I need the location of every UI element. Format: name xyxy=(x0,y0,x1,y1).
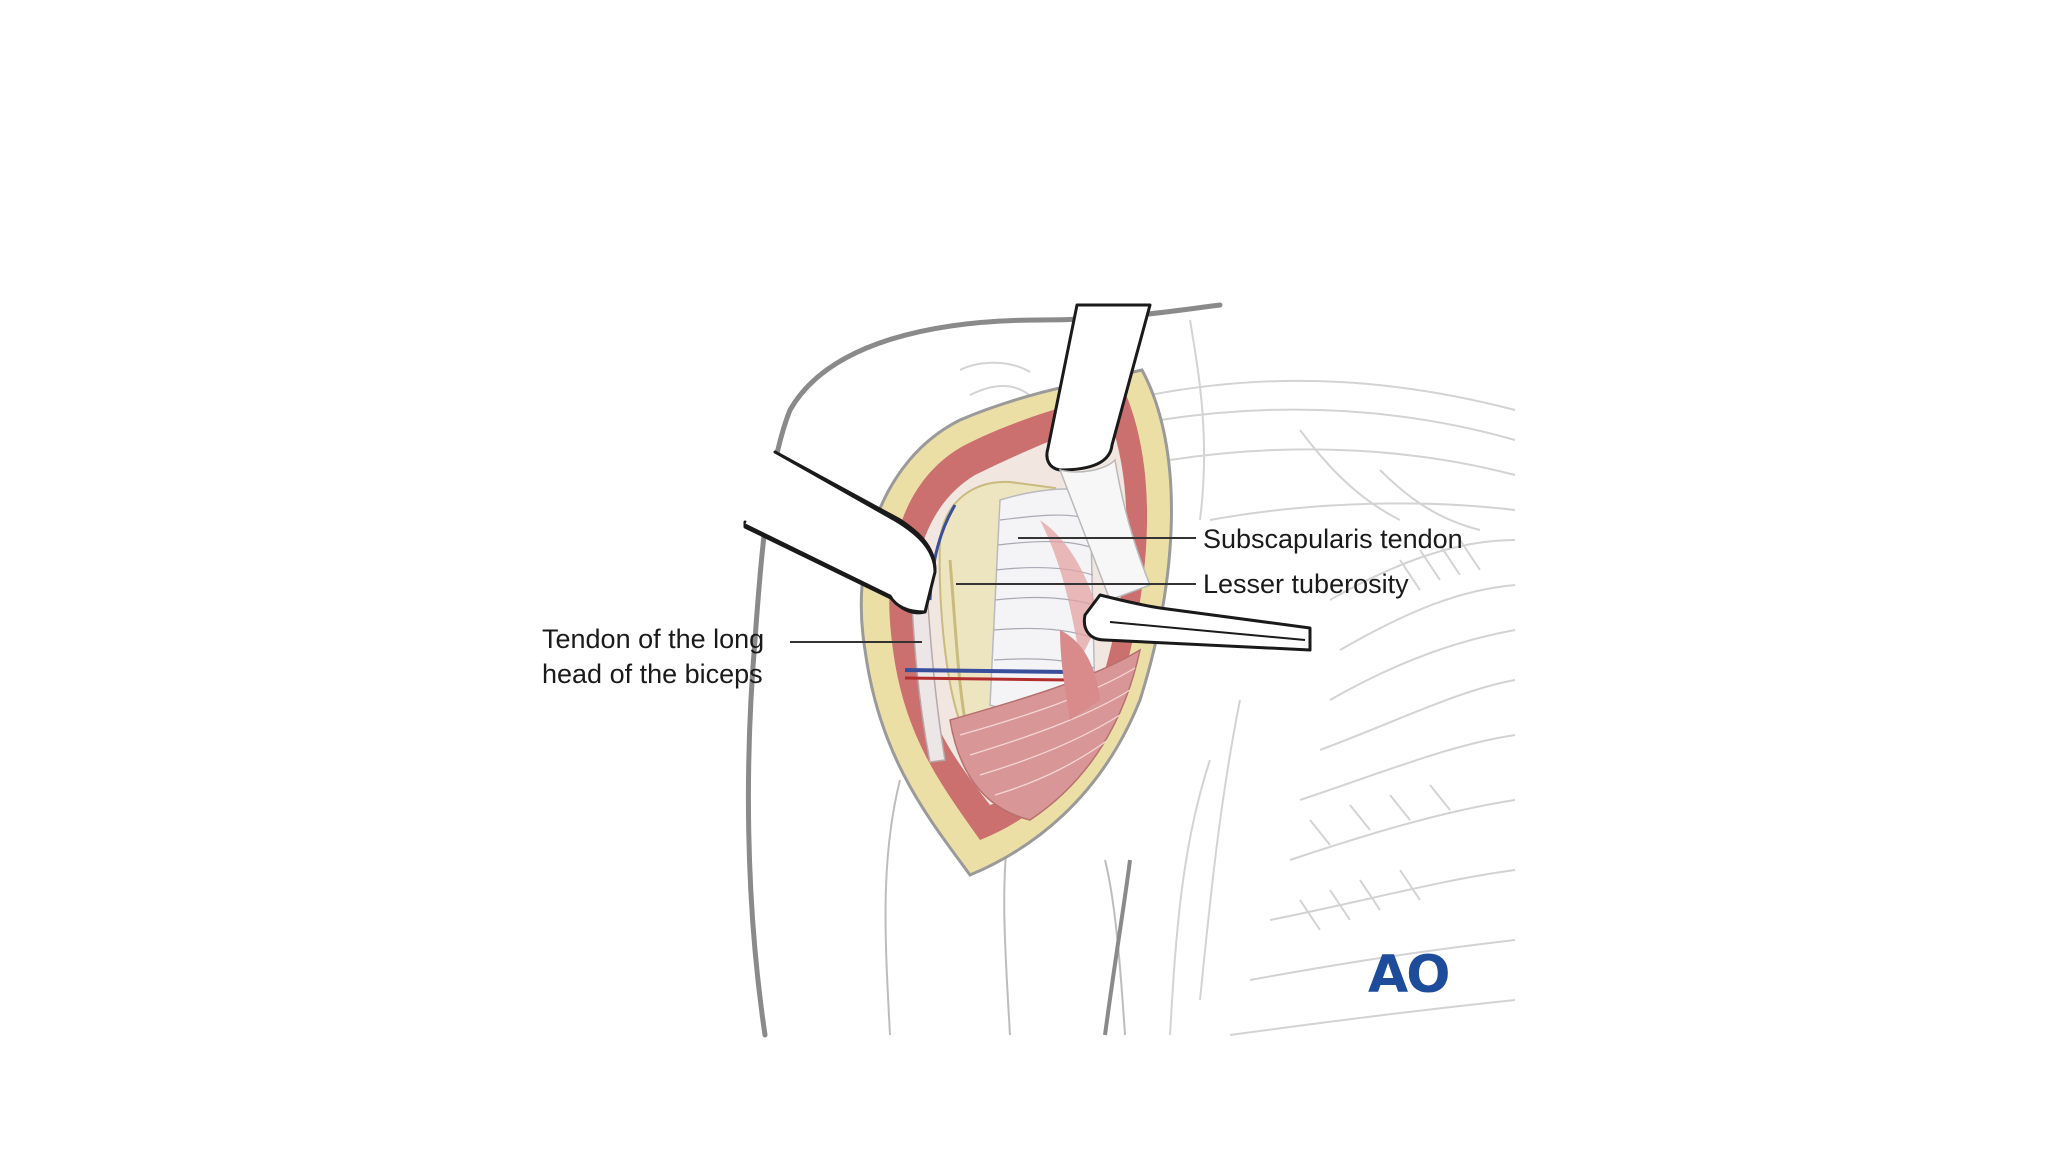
retractor-left-arm xyxy=(744,450,937,614)
label-biceps-line1: Tendon of the long xyxy=(542,624,764,654)
vessel-blue xyxy=(904,668,1071,674)
chest-background-lines xyxy=(959,319,1516,1036)
leader-lines xyxy=(790,537,1196,643)
ao-logo: AO xyxy=(1368,945,1450,1005)
bicipital-groove xyxy=(948,559,967,721)
retractor-right-inner-line xyxy=(1109,621,1306,641)
pectoralis-muscle xyxy=(949,630,1142,821)
vessel-red xyxy=(904,676,1071,682)
label-subscapularis-tendon: Subscapularis tendon xyxy=(1203,524,1463,554)
arm-right-edge xyxy=(1103,859,1132,1036)
retractor-top-blade xyxy=(1058,458,1151,601)
label-biceps-line2: head of the biceps xyxy=(542,659,763,689)
ao-logo-text: AO xyxy=(1368,945,1448,1005)
label-lesser-tuberosity: Lesser tuberosity xyxy=(1203,569,1409,599)
